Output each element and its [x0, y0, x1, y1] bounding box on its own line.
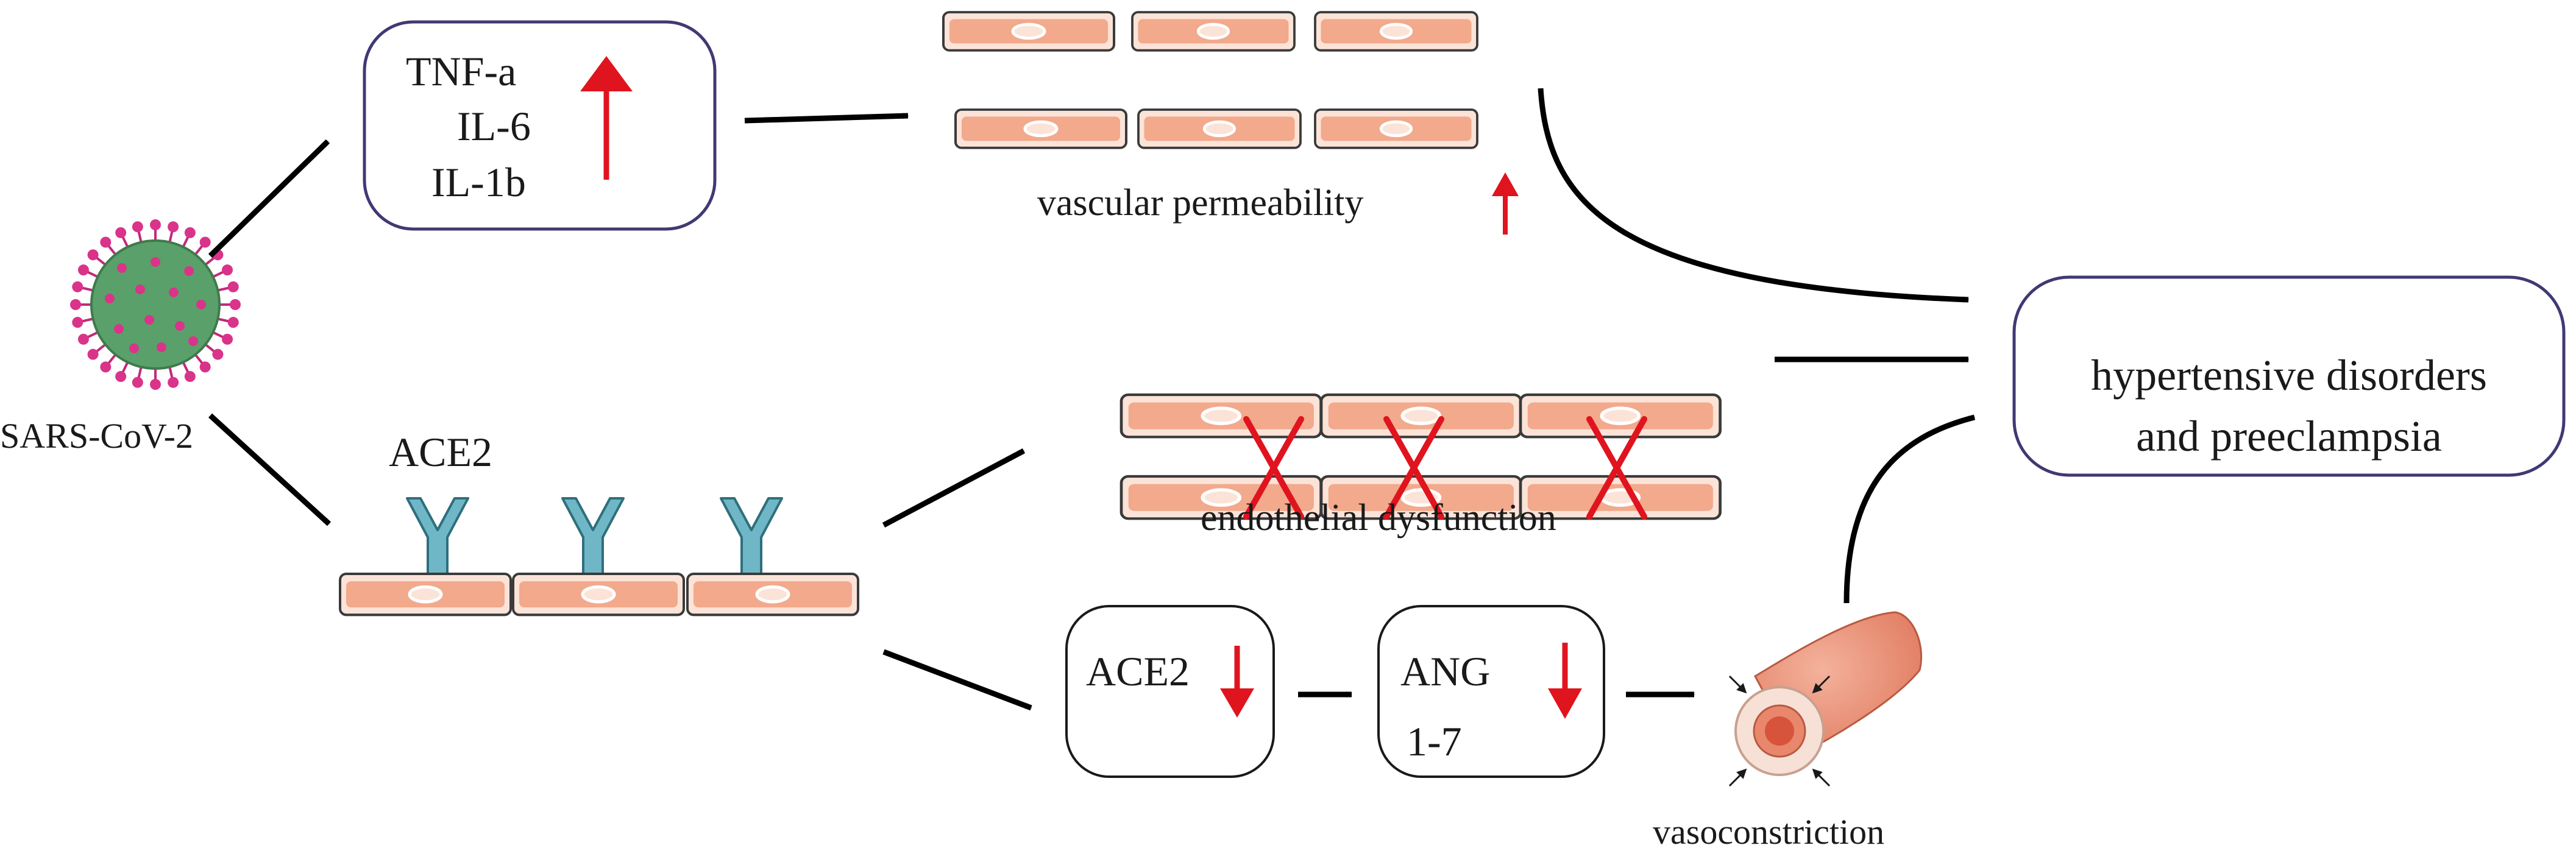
damage-cross-icon — [1243, 416, 1647, 520]
virus-spike-head — [199, 361, 211, 373]
virus-spike-head — [87, 249, 99, 261]
ace2-box — [1065, 605, 1275, 778]
vasoconstriction-label: vasoconstriction — [1653, 812, 1884, 852]
arrow-ace2-to-ace2-down — [882, 649, 1032, 711]
outcome-line-2: and preeclampsia — [2136, 412, 2442, 461]
arrow-ace2-to-endothelial — [882, 448, 1026, 528]
virus-spike-head — [230, 299, 241, 310]
vascular-permeability-label: vascular permeability — [1037, 182, 1363, 224]
virus-spike-head — [184, 227, 196, 238]
virus-spike-head — [100, 361, 112, 373]
virus-surface-dot — [117, 263, 127, 273]
virus-surface-dot — [105, 294, 115, 303]
virus-spike-head — [150, 219, 161, 230]
ace2-box-label: ACE2 — [1086, 648, 1190, 694]
blood-vessel-icon — [1734, 611, 1923, 776]
ang-box — [1377, 605, 1605, 778]
ang-decrease-arrow-icon — [1548, 643, 1582, 719]
virus-spike-head — [184, 371, 196, 383]
outcome-box — [2012, 275, 2566, 477]
cytokine-il1b: IL-1b — [431, 159, 526, 205]
cytokine-box — [363, 20, 717, 231]
permeability-increase-arrow-icon — [1492, 172, 1519, 235]
endothelial-dysfunction-label: endothelial dysfunction — [1201, 497, 1556, 539]
virus-spike-head — [72, 317, 83, 328]
virus-spike-head — [168, 376, 179, 388]
virus-surface-dot — [169, 288, 179, 297]
virus-spikes — [70, 219, 241, 390]
ace2-receptor-icon — [406, 497, 783, 579]
arrow-endothelial-main — [1775, 359, 1968, 414]
cytokine-il6: IL-6 — [457, 103, 531, 149]
vascular-cell-row-bottom — [956, 110, 1477, 148]
arrow-virus-to-ace2 — [208, 413, 332, 526]
arrow-vessel-to-outcome — [1843, 414, 1976, 604]
virus-surface-dot — [144, 315, 154, 325]
virus-spike-head — [72, 281, 83, 292]
ang-box-label: ANG — [1400, 648, 1490, 694]
ace2-receptor-label: ACE2 — [389, 429, 492, 475]
virus-spike-head — [227, 281, 239, 292]
vascular-cell-row-top — [943, 12, 1477, 51]
endothelial-cell-row-top — [1121, 395, 1720, 437]
virus-particle — [70, 219, 241, 390]
virus-spike-head — [77, 264, 89, 276]
virus-spike-head — [199, 236, 211, 248]
ang-box-sublabel: 1-7 — [1407, 718, 1462, 765]
membrane-cell-row — [340, 574, 858, 615]
virus-surface-dot — [157, 342, 166, 352]
virus-surface-dot — [114, 324, 124, 334]
virus-surface-dot — [184, 266, 194, 276]
cytokine-increase-arrow-icon — [580, 56, 633, 180]
arrow-virus-to-cytokines — [208, 139, 330, 258]
ace2-decrease-arrow-icon — [1220, 646, 1254, 718]
virus-spike-head — [70, 299, 81, 310]
virus-surface-dot — [129, 344, 139, 353]
virus-spike-head — [77, 333, 89, 345]
virus-spike-head — [132, 221, 143, 233]
virus-spike-head — [222, 264, 233, 276]
virus-surface-dot — [188, 336, 198, 346]
virus-surface-dot — [135, 284, 145, 294]
virus-spike-head — [115, 371, 127, 383]
cytokine-tnf: TNF-a — [406, 48, 516, 94]
virus-spike-head — [100, 236, 112, 248]
arrow-permeability-to-outcome — [1538, 88, 1969, 303]
constriction-arrows-icon — [1728, 675, 1831, 787]
virus-label: SARS-CoV-2 — [0, 416, 193, 456]
virus-surface-dot — [196, 300, 206, 309]
virus-spike-head — [132, 376, 143, 388]
virus-spike-head — [227, 317, 239, 328]
arrow-cytokines-to-permeability — [744, 113, 909, 124]
virus-spike-head — [212, 348, 224, 360]
virus-spike-head — [87, 348, 99, 360]
virus-spike-head — [222, 333, 233, 345]
virus-surface-dots — [105, 257, 206, 353]
virus-spike-head — [168, 221, 179, 233]
outcome-line-1: hypertensive disorders — [2091, 351, 2487, 400]
virus-spike-head — [150, 379, 161, 390]
virus-surface-dot — [175, 321, 185, 331]
virus-spike-head — [115, 227, 127, 238]
virus-surface-dot — [151, 257, 160, 267]
